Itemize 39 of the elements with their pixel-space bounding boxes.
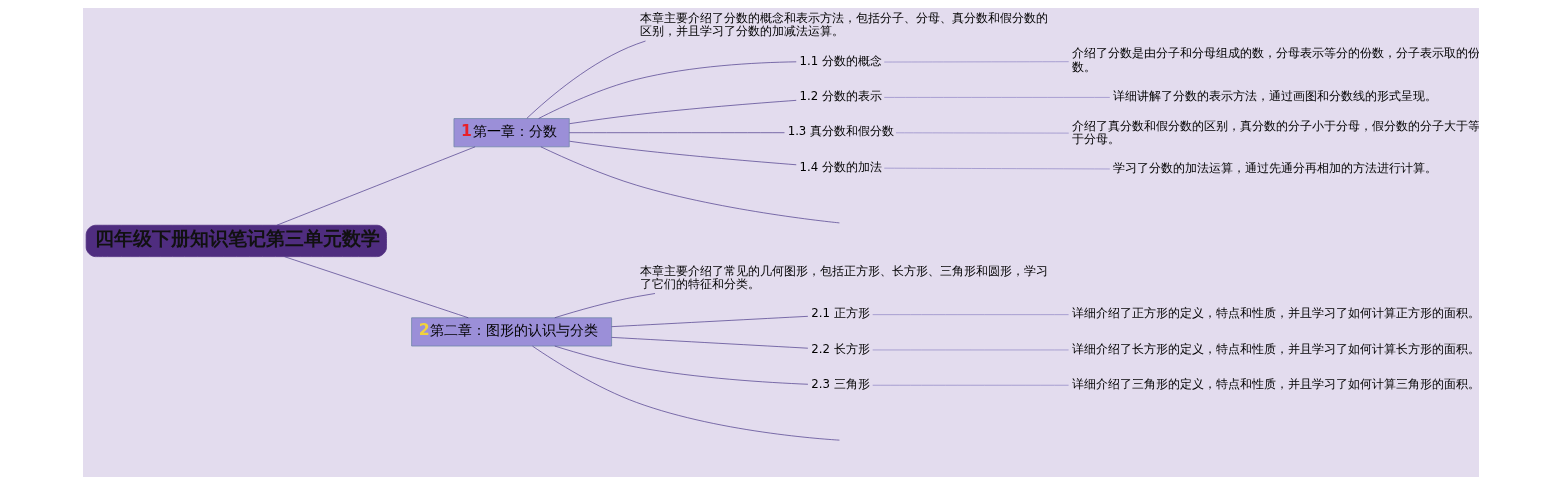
- connector: [883, 97, 1111, 98]
- connector: [276, 146, 476, 226]
- connector: [872, 349, 1069, 351]
- connector: [526, 40, 646, 119]
- node-text: 1.3 真分数和假分数: [787, 124, 895, 139]
- connector: [611, 337, 809, 349]
- connector: [872, 384, 1069, 386]
- node-text: 详细介绍了三角形的定义，特点和性质，并且学习了如何计算三角形的面积。: [1071, 376, 1480, 391]
- connector: [540, 146, 840, 224]
- node-text: 2.2 长方形: [811, 341, 870, 356]
- connector: [532, 345, 840, 441]
- node-box: 2第二章：图形的认识与分类: [411, 317, 612, 347]
- node-text: 本章主要介绍了分数的概念和表示方法，包括分子、分母、真分数和假分数的区别，并且学习了分数的加减法运算。: [639, 11, 1048, 39]
- node-text: 1.1 分数的概念: [799, 53, 882, 68]
- node-text: 2.3 三角形: [811, 376, 870, 391]
- node-text: 介绍了分数是由分子和分母组成的数，分母表示等分的份数，分子表示取的份数。: [1071, 46, 1480, 74]
- node-box: 四年级下册知识笔记第三单元数学: [85, 224, 387, 257]
- connector: [883, 61, 1070, 63]
- node-box: 1第一章：分数: [453, 118, 570, 148]
- connector: [569, 140, 797, 166]
- node-text: 学习了分数的加法运算，通过先通分再相加的方法进行计算。: [1113, 161, 1438, 176]
- node-text: 本章主要介绍了常见的几何图形，包括正方形、长方形、三角形和圆形，学习了它们的特征和分类。: [639, 263, 1048, 291]
- connector: [284, 256, 469, 319]
- connector: [538, 61, 797, 119]
- node-text: 1.2 分数的表示: [799, 89, 882, 104]
- connector: [569, 132, 785, 134]
- node-text: 详细介绍了正方形的定义，特点和性质，并且学习了如何计算正方形的面积。: [1071, 306, 1480, 321]
- node-text: 1.4 分数的加法: [799, 159, 882, 174]
- node-text: 介绍了真分数和假分数的区别，真分数的分子小于分母，假分数的分子大于等于分母。: [1071, 118, 1480, 146]
- connector: [883, 167, 1111, 170]
- node-text: 2.1 正方形: [811, 306, 870, 321]
- connector: [554, 345, 809, 385]
- node-text: 详细讲解了分数的表示方法，通过画图和分数线的形式呈现。: [1113, 89, 1438, 104]
- connector: [569, 100, 797, 125]
- connector: [872, 314, 1069, 315]
- connector: [895, 132, 1070, 134]
- connector: [554, 293, 656, 319]
- connector: [611, 315, 809, 328]
- node-text: 详细介绍了长方形的定义，特点和性质，并且学习了如何计算长方形的面积。: [1071, 341, 1480, 356]
